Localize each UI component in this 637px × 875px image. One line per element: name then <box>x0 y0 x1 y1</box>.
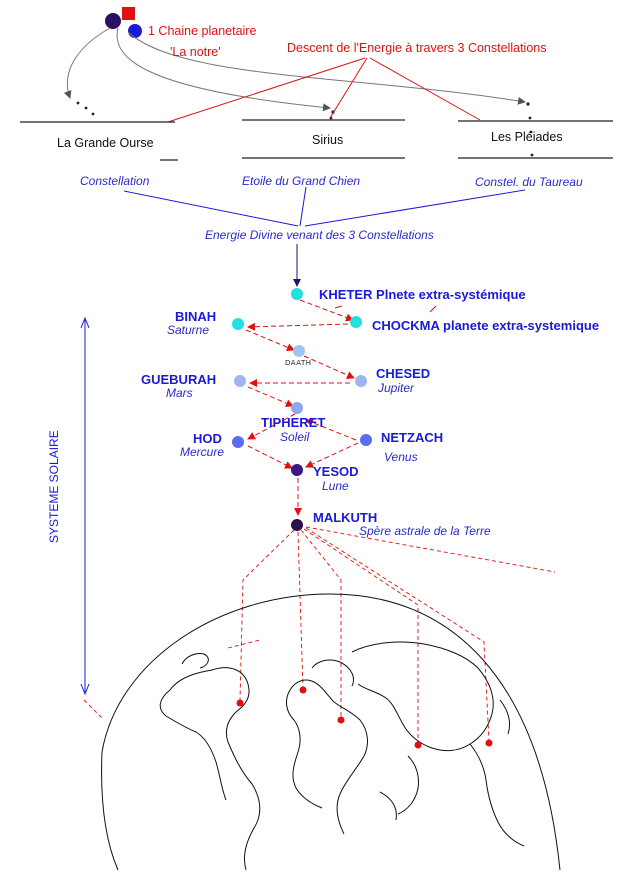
node-gueburah <box>234 375 246 387</box>
systeme-solaire-label: SYSTEME SOLAIRE <box>47 430 61 543</box>
node-hod <box>232 436 244 448</box>
energy-label: Energie Divine venant des 3 Constellatio… <box>205 228 434 242</box>
constellation-grande-ourse: La Grande Ourse <box>57 136 154 150</box>
chain-subtitle: 'La notre' <box>170 45 221 59</box>
node-chesed <box>355 375 367 387</box>
label-gueburah: GUEBURAH <box>141 372 217 387</box>
label-malkuth: MALKUTH <box>313 510 378 525</box>
node-binah <box>232 318 244 330</box>
node-yesod <box>291 464 303 476</box>
node-tipheret <box>291 402 303 414</box>
label-binah: BINAH <box>175 309 217 324</box>
planet-chesed: Jupiter <box>378 381 415 395</box>
planet-netzach: Venus <box>384 450 418 464</box>
tree-flows <box>245 299 359 516</box>
planet-malkuth: Spère astrale de la Terre <box>359 524 491 538</box>
constellation-sirius: Sirius <box>312 133 344 147</box>
chain-arrows <box>63 27 526 112</box>
planet-gueburah: Mars <box>166 386 193 400</box>
sephiroth-nodes <box>232 288 372 531</box>
label-hod: HOD <box>193 431 222 446</box>
planetary-chain-icon <box>105 7 142 38</box>
projection-lines <box>83 526 556 742</box>
earth-globe <box>101 593 561 871</box>
node-malkuth <box>291 519 303 531</box>
label-daath: DAATH <box>285 359 312 367</box>
caption-grande-ourse: Constellation <box>80 174 150 188</box>
planet-yesod: Lune <box>322 479 349 493</box>
label-yesod: YESOD <box>313 464 359 479</box>
label-tipheret: TIPHERET <box>261 415 326 430</box>
planet-tipheret: Soleil <box>280 430 310 444</box>
node-netzach <box>360 434 372 446</box>
constellation-lines <box>20 119 613 161</box>
systeme-solaire-arrow <box>80 316 90 696</box>
earth-location-dots <box>236 686 493 749</box>
caption-pleiades: Constel. du Taureau <box>475 175 583 189</box>
caption-sirius: Etoile du Grand Chien <box>242 174 361 188</box>
chain-title: 1 Chaine planetaire <box>148 24 257 38</box>
label-chesed: CHESED <box>376 366 431 381</box>
node-chockma <box>350 316 362 328</box>
label-netzach: NETZACH <box>381 430 444 445</box>
planet-hod: Mercure <box>180 445 225 459</box>
label-kheter: KHETER Plnete extra-systémique <box>319 287 526 302</box>
descent-lines <box>167 57 481 123</box>
planet-binah: Saturne <box>167 323 210 337</box>
energy-lines <box>123 186 526 287</box>
constellation-pleiades: Les Pléiades <box>491 130 563 144</box>
node-daath <box>293 345 305 357</box>
tree-small-red-dashes <box>334 305 437 313</box>
node-kheter <box>291 288 303 300</box>
descent-label: Descent de l'Energie à travers 3 Constel… <box>287 41 547 55</box>
label-chockma: CHOCKMA planete extra-systemique <box>372 318 600 333</box>
